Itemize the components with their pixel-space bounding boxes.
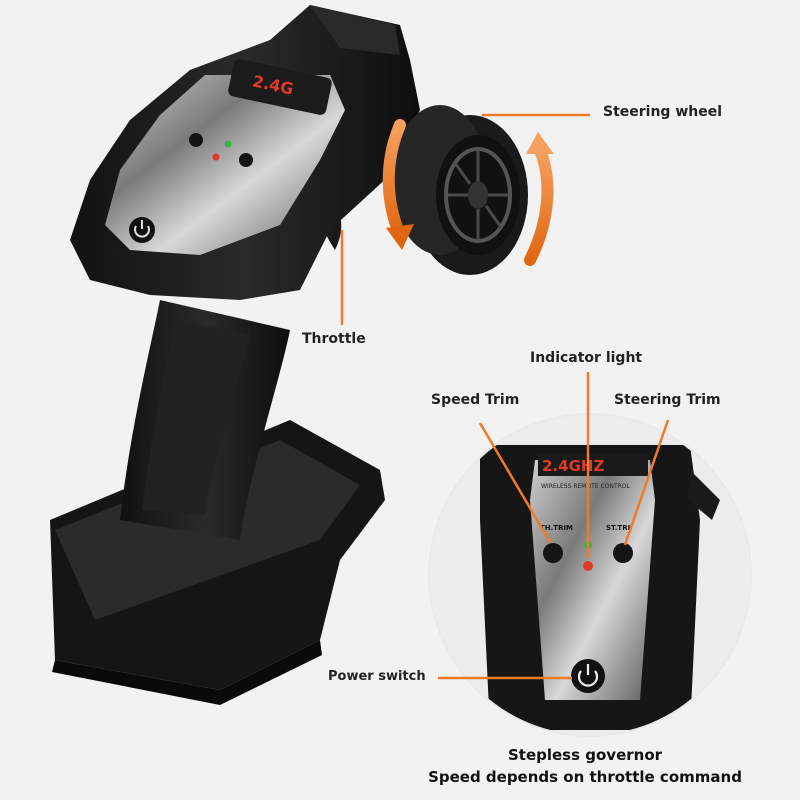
throttle-label: Throttle	[302, 331, 366, 347]
steering-trim-label: Steering Trim	[614, 392, 721, 408]
callout-lines	[340, 113, 670, 680]
controller-head: 2.4G	[70, 5, 420, 300]
steering-trim-knob[interactable]	[239, 153, 253, 167]
zoom-power-button[interactable]	[571, 659, 605, 693]
indicator-light-label: Indicator light	[530, 350, 643, 366]
zoom-throttle-trim-knob[interactable]	[543, 543, 563, 563]
power-icon	[134, 225, 150, 238]
red-led-icon	[212, 153, 220, 161]
svg-text:2.4GHZ: 2.4GHZ	[542, 457, 604, 475]
svg-text:ST.TRI: ST.TRI	[606, 524, 630, 532]
power-switch-label: Power switch	[328, 669, 426, 684]
zoom-power-icon	[577, 670, 599, 687]
speed-trim-label: Speed Trim	[431, 392, 520, 408]
zoom-red-led-icon	[583, 561, 593, 571]
green-led-icon	[224, 140, 232, 148]
controller-grip	[120, 300, 290, 540]
zoomed-faceplate: 2.4GHZ WIRELESS REMOTE CONTROL TH.TRIM S…	[430, 415, 750, 735]
rotate-down-arrow-icon	[382, 119, 406, 241]
svg-text:WIRELESS REMOTE CONTROL: WIRELESS REMOTE CONTROL	[541, 483, 631, 490]
throttle-trim-knob[interactable]	[189, 133, 203, 147]
rotate-up-arrow-icon	[524, 144, 554, 266]
caption: Stepless governor Speed depends on throt…	[420, 744, 750, 788]
svg-text:TH.TRIM: TH.TRIM	[540, 524, 573, 532]
faceplate	[105, 75, 345, 255]
caption-line-1: Stepless governor	[507, 746, 663, 764]
power-button[interactable]	[129, 217, 155, 243]
steering-wheel[interactable]	[392, 105, 528, 275]
steering-wheel-label: Steering wheel	[603, 104, 723, 120]
caption-line-2: Speed depends on throttle command	[428, 768, 742, 786]
zoom-steering-trim-knob[interactable]	[613, 543, 633, 563]
